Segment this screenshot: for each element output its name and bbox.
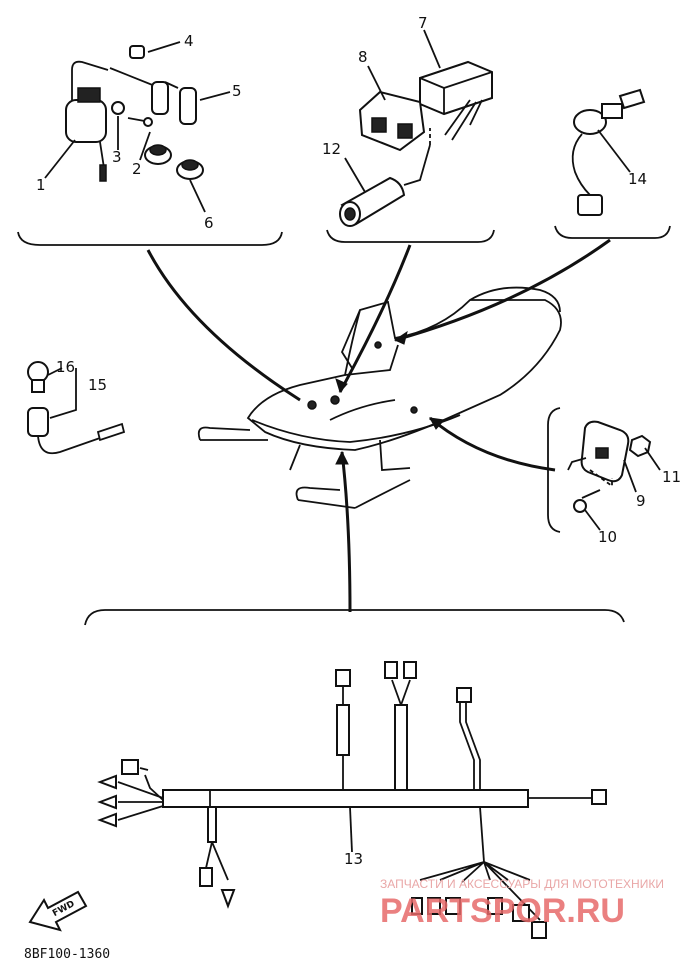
capacitor-part-12 [339, 128, 431, 227]
cdi-bracket-part-8 [358, 90, 426, 152]
watermark-line-1: ЗАПЧАСТИ И АКСЕССУАРЫ ДЛЯ МОТОТЕХНИКИ [380, 877, 664, 891]
callout-labels: 4 5 3 2 1 6 7 8 12 14 16 15 11 9 10 13 [36, 14, 681, 868]
group-bracket-main-switch [554, 225, 671, 239]
ignition-coil-part-1 [65, 60, 109, 182]
callout-leaders [44, 29, 661, 853]
callout-4: 4 [184, 32, 194, 50]
callout-14: 14 [628, 170, 647, 188]
callout-9: 9 [636, 492, 646, 510]
callout-13: 13 [344, 850, 363, 868]
screw-part-10 [573, 489, 601, 513]
main-switch-part-14 [571, 88, 646, 216]
plug-cap-part-4 [109, 45, 161, 89]
washer-part-3 [111, 101, 125, 115]
group-bracket-ignition [17, 231, 283, 246]
watermark: ЗАПЧАСТИ И АКСЕССУАРЫ ДЛЯ МОТОТЕХНИКИ PA… [380, 877, 664, 930]
callout-7: 7 [418, 14, 428, 32]
bolt-part-2 [127, 117, 153, 127]
callout-3: 3 [112, 148, 122, 166]
fwd-arrow-icon: FWD [28, 890, 88, 932]
diagram-code: 8BF100-1360 [24, 947, 110, 962]
group-bracket-harness [84, 609, 625, 626]
bulb-socket-part-15 [27, 368, 126, 455]
leader-lines [146, 238, 611, 613]
cdi-unit-part-7 [419, 60, 493, 141]
callout-6: 6 [204, 214, 214, 232]
callout-11: 11 [662, 468, 681, 486]
group-bracket-cdi [326, 229, 495, 243]
spark-plug-cap-part-5 [151, 81, 197, 125]
snowmobile-body [197, 286, 562, 509]
callout-16: 16 [56, 358, 75, 376]
nut-part-11 [628, 434, 652, 458]
callout-12: 12 [322, 140, 341, 158]
callout-1: 1 [36, 176, 46, 194]
callout-2: 2 [132, 160, 142, 178]
callout-10: 10 [598, 528, 617, 546]
headlight-bulb-part-16 [27, 361, 49, 393]
watermark-line-2: PARTSPOR.RU [380, 892, 625, 930]
voltage-regulator-part-9 [567, 420, 630, 488]
wiring-harness-part-13 [97, 661, 607, 939]
callout-15: 15 [88, 376, 107, 394]
grommet-part-6 [144, 144, 204, 180]
callout-5: 5 [232, 82, 242, 100]
callout-8: 8 [358, 48, 368, 66]
